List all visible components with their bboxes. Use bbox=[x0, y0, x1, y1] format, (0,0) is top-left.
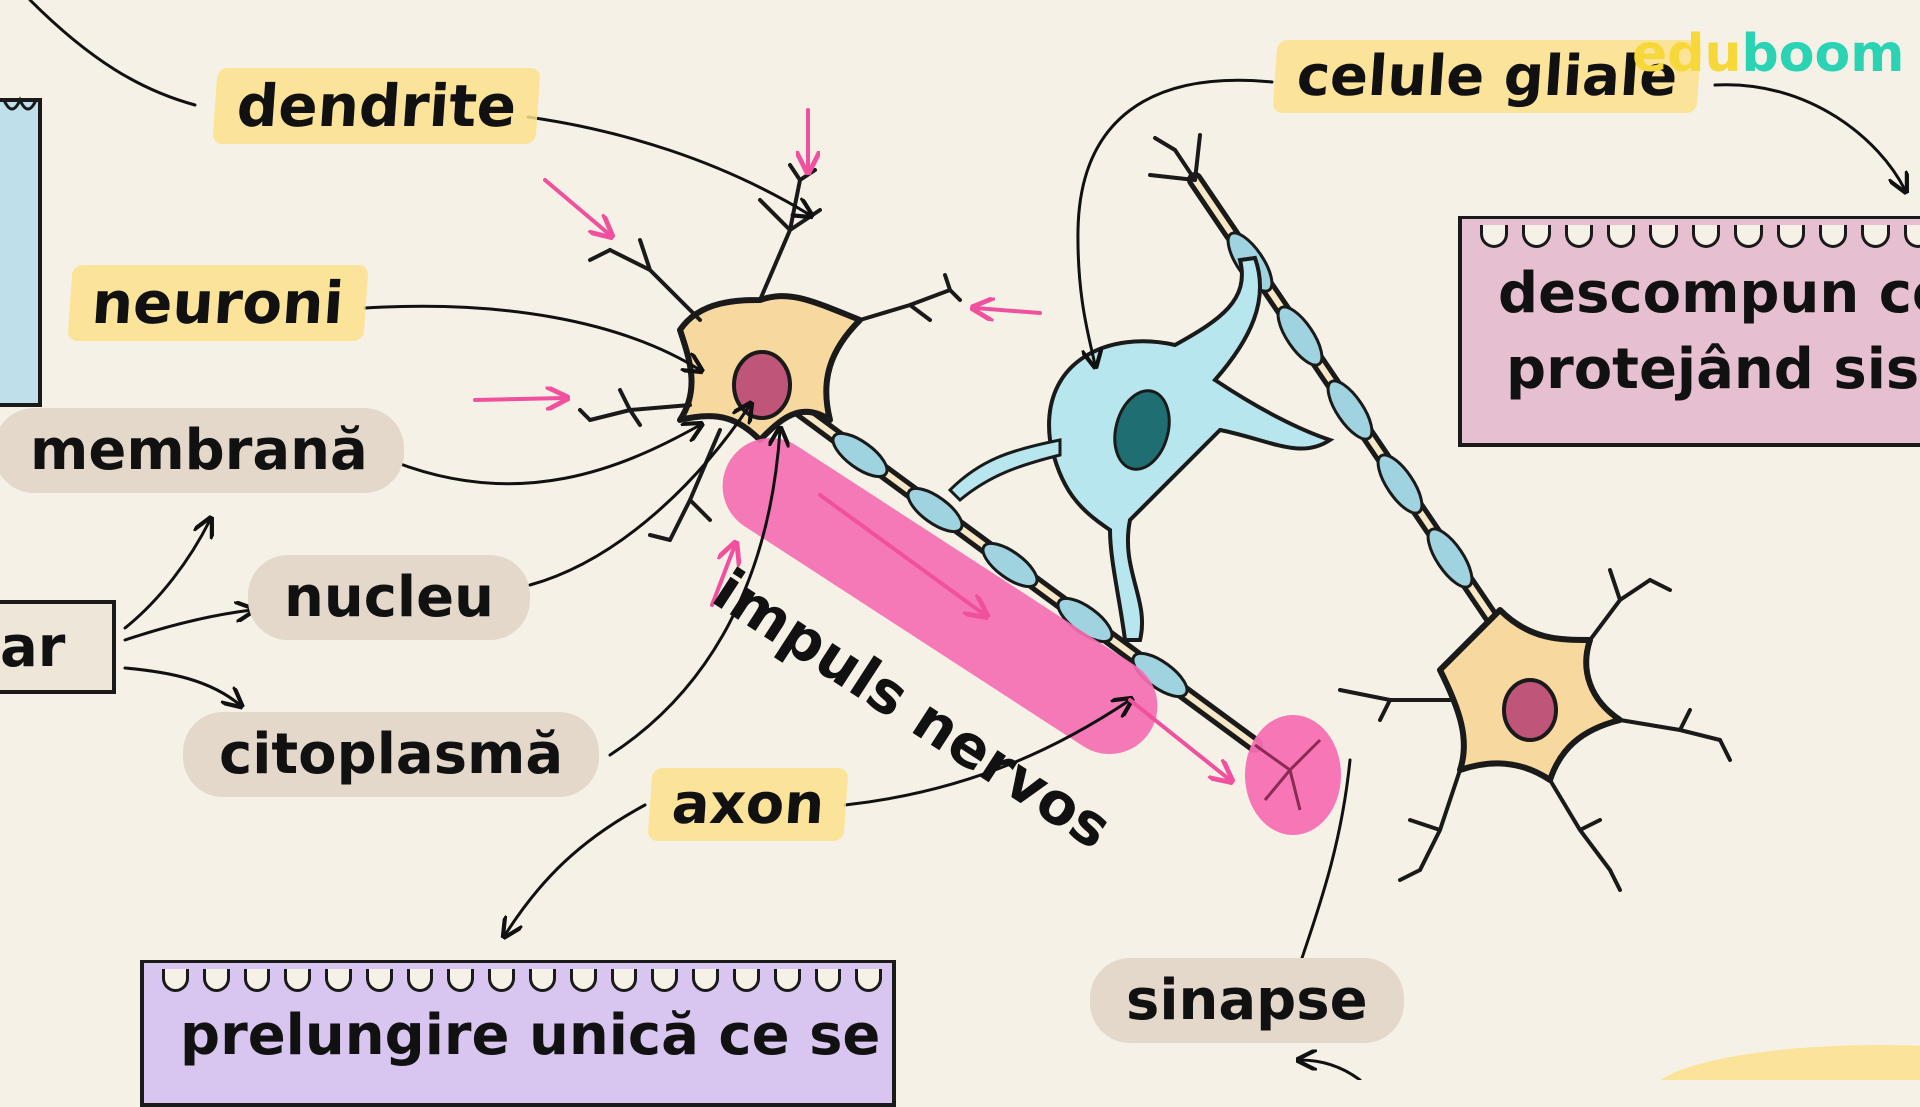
eduboom-logo[interactable]: eduboom bbox=[1632, 24, 1904, 84]
left-box-fragment bbox=[0, 600, 116, 694]
neuron-left bbox=[578, 163, 962, 542]
label-citoplasma: citoplasmă bbox=[183, 712, 600, 797]
neuron-nucleus bbox=[732, 350, 792, 420]
label-nucleu: nucleu bbox=[248, 555, 530, 640]
card-glia: descompun ce protejând sist bbox=[1458, 216, 1920, 447]
card-axon: prelungire unică ce se bbox=[140, 960, 896, 1107]
blue-card-fragment bbox=[0, 98, 42, 407]
label-sinapse: sinapse bbox=[1090, 958, 1404, 1043]
neuron-right bbox=[1338, 568, 1732, 892]
card-glia-line1: descompun ce bbox=[1498, 261, 1920, 326]
myelin-sheaths-right bbox=[1226, 231, 1474, 589]
card-glia-line2: protejând sist bbox=[1506, 337, 1920, 402]
highlight-fragment bbox=[1660, 1045, 1920, 1080]
label-neuroni: neuroni bbox=[67, 265, 369, 341]
glial-cell bbox=[947, 255, 1335, 642]
logo-part-edu: edu bbox=[1632, 24, 1742, 84]
label-membrana: membrană bbox=[0, 408, 404, 493]
impulse-arrows bbox=[473, 108, 1230, 780]
logo-part-boom: boom bbox=[1741, 24, 1905, 84]
neuron-illustration bbox=[0, 0, 1920, 1080]
label-left-fragment: ar bbox=[0, 615, 66, 680]
card-axon-line1: prelungire unică ce se bbox=[180, 1003, 881, 1068]
annotation-arrows bbox=[28, 0, 1905, 1080]
label-dendrite: dendrite bbox=[212, 68, 541, 144]
label-axon: axon bbox=[647, 768, 849, 841]
glial-nucleus bbox=[1113, 389, 1171, 471]
impulse-band bbox=[722, 437, 1158, 755]
axon-terminal bbox=[1245, 715, 1341, 835]
